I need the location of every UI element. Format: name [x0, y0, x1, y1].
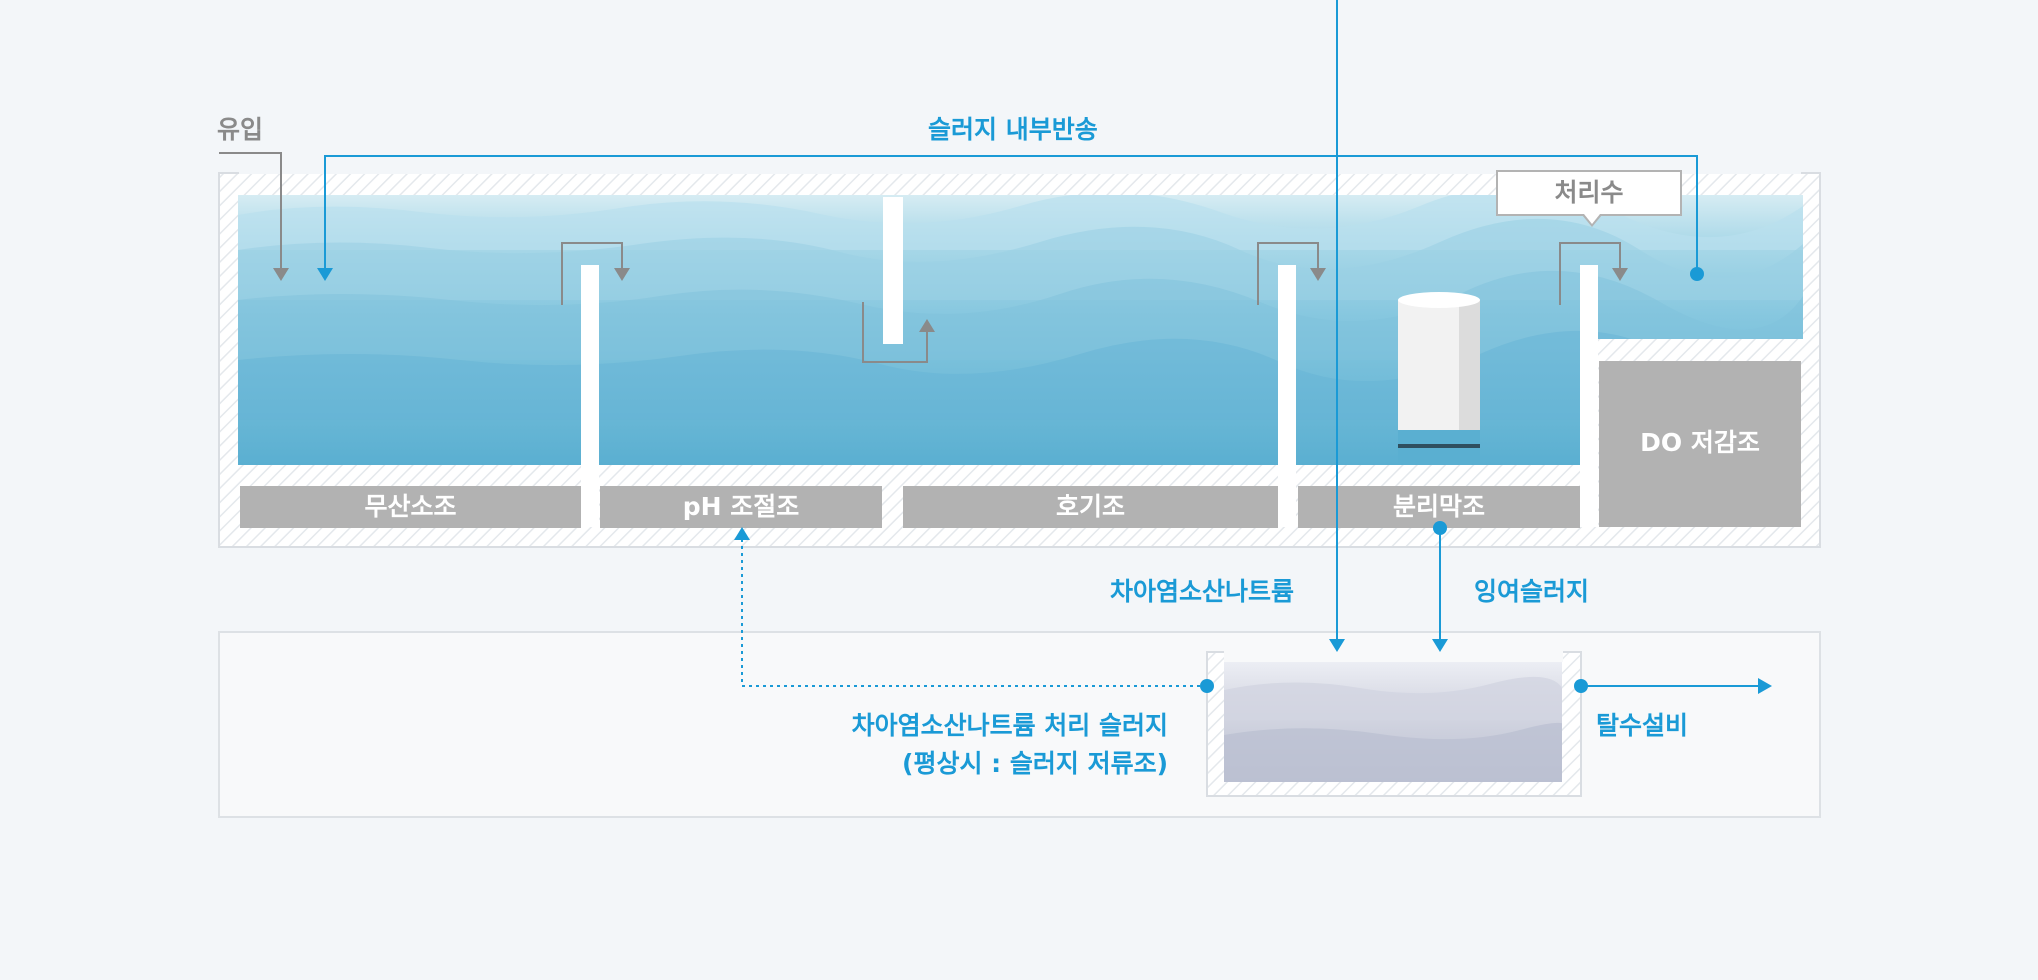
hypochlorite-label: 차아염소산나트륨: [1110, 577, 1295, 606]
main-tank: [218, 160, 1821, 548]
wall-anoxic-ph: [581, 265, 599, 527]
gray-flow-arrows: [219, 152, 1621, 363]
callout-tail-inner: [1584, 214, 1600, 224]
aerobic-tank-label: 호기조: [1055, 492, 1125, 521]
bar-membrane: [1298, 486, 1580, 528]
lower-blue-lines: [734, 0, 1772, 694]
membrane-tank-label: 분리막조: [1392, 492, 1485, 521]
treated-sludge-label-line2: (평상시 : 슬러지 저류조): [902, 749, 1168, 778]
bar-do: [1599, 361, 1801, 527]
internal-return-line: [317, 155, 1704, 281]
internal-return-label: 슬러지 내부반송: [928, 115, 1098, 144]
do-tank-label: DO 저감조: [1640, 428, 1760, 457]
bar-ph: [600, 486, 882, 528]
baffle: [883, 197, 903, 344]
dewatering-label: 탈수설비: [1596, 711, 1689, 740]
bar-aerobic: [903, 486, 1278, 528]
anoxic-tank-label: 무산소조: [364, 492, 457, 521]
bar-anoxic: [240, 486, 581, 528]
excess-sludge-label: 잉여슬러지: [1474, 577, 1590, 606]
wall-aerobic-membrane: [1278, 265, 1296, 527]
membrane-module-icon: [1398, 292, 1480, 465]
treated-sludge-label-line1: 차아염소산나트륨 처리 슬러지: [851, 711, 1168, 740]
ph-tank-label: pH 조절조: [682, 492, 800, 521]
inflow-label: 유입: [217, 115, 264, 144]
gray-arrowheads: [273, 268, 1628, 332]
water-body: [238, 195, 1803, 465]
treated-water-callout: 처리수: [1496, 170, 1682, 216]
lower-area: [218, 631, 1821, 818]
wall-membrane-do: [1580, 265, 1598, 527]
